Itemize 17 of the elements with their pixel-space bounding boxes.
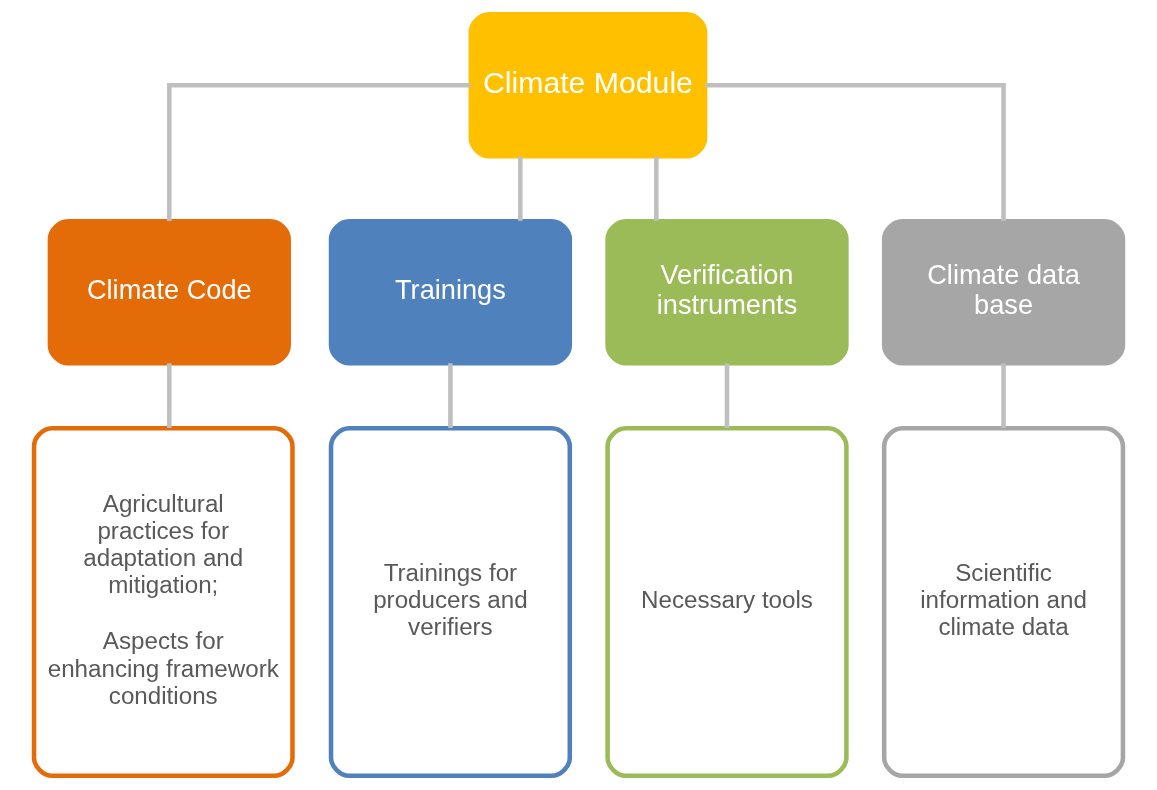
node-box: Scientific information and climate data xyxy=(881,426,1126,779)
node-box: Verification instruments xyxy=(605,218,849,366)
node-box: Trainings for producers and verifiers xyxy=(328,426,573,779)
node-box: Climate Module xyxy=(468,11,708,159)
connector xyxy=(1001,363,1006,428)
node-box: Trainings xyxy=(328,218,573,366)
node-box: Necessary tools xyxy=(605,426,849,779)
connector xyxy=(724,363,730,428)
connector xyxy=(167,82,471,221)
connector xyxy=(654,156,659,221)
node-box: Climate data base xyxy=(881,218,1126,366)
node-box: Agricultural practices for adaptation and mitigation; Aspects for enhancing framework conditions xyxy=(31,426,295,779)
connector xyxy=(448,363,453,428)
node-box: Climate Code xyxy=(47,218,291,366)
connector xyxy=(518,156,523,221)
connector xyxy=(705,82,1006,221)
connector xyxy=(167,363,172,428)
